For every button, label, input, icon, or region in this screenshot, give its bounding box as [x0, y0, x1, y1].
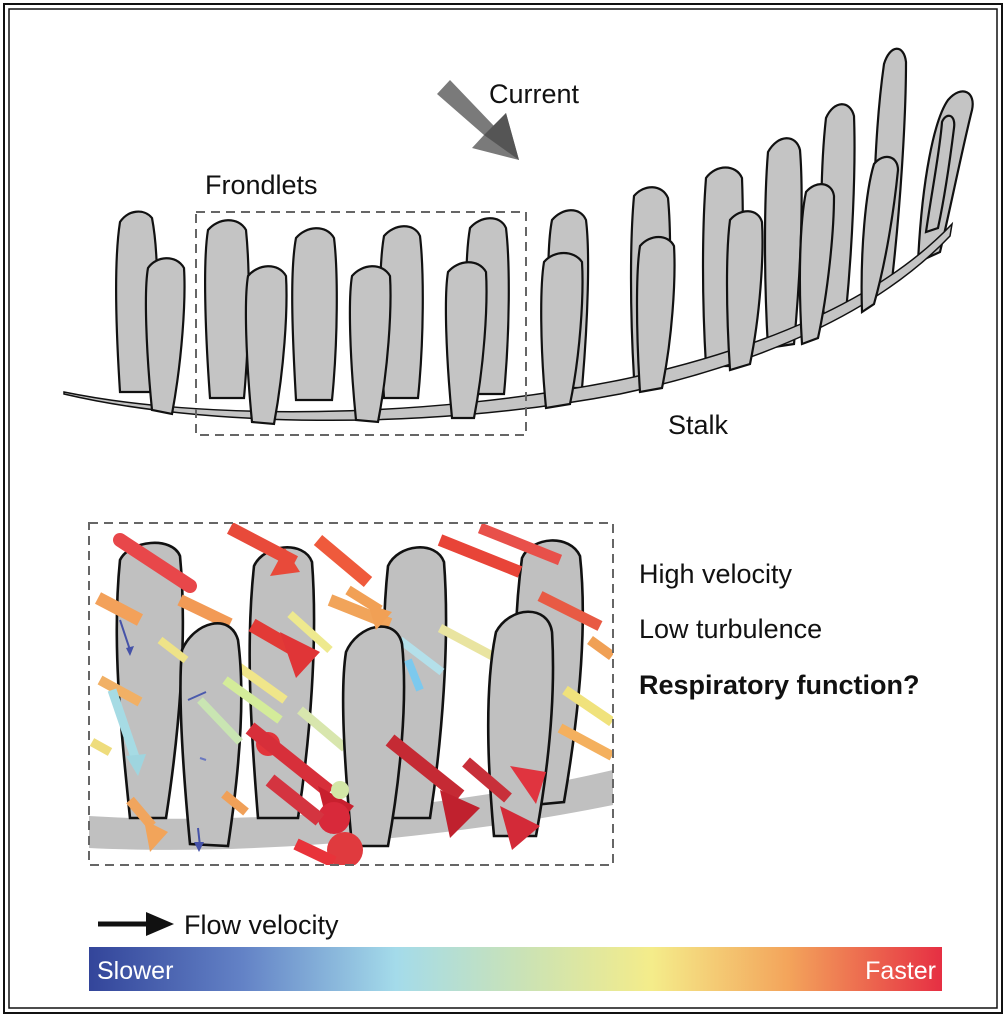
figure-inner-border	[8, 8, 998, 1009]
scale-slower-label: Slower	[97, 957, 173, 985]
scale-faster-label: Faster	[865, 957, 936, 985]
frond-overview: Current Frondlets Stalk	[63, 47, 974, 440]
frondlets-front-row	[144, 114, 956, 426]
flow-velocity-label: Flow velocity	[184, 910, 339, 940]
frondlet	[860, 155, 900, 315]
frondlet	[244, 265, 288, 426]
frondlets-highlight-box	[195, 211, 527, 436]
velocity-color-scale	[89, 947, 942, 991]
stalk-label: Stalk	[668, 410, 729, 440]
frondlet	[144, 257, 186, 416]
high-velocity-label: High velocity	[639, 559, 793, 589]
flow-inset	[88, 522, 614, 866]
flow-arrow-head-icon	[146, 912, 174, 936]
frondlet	[348, 265, 392, 424]
inset-frame	[88, 522, 614, 866]
current-label: Current	[489, 79, 580, 109]
frondlet	[291, 227, 338, 402]
flow-arrows-front	[107, 585, 613, 865]
low-turbulence-label: Low turbulence	[639, 614, 822, 644]
frondlet	[204, 219, 250, 400]
current-arrow-icon	[437, 80, 519, 160]
figure-border	[3, 3, 1003, 1014]
frondlet	[540, 251, 584, 410]
frondlets-label: Frondlets	[205, 170, 318, 200]
frondlet	[635, 235, 676, 394]
frondlet	[763, 137, 803, 350]
inset-frondlet	[115, 541, 185, 820]
frondlet	[725, 210, 764, 372]
frondlet	[924, 114, 956, 234]
inset-frondlet	[341, 625, 406, 848]
frondlet	[444, 261, 488, 420]
respiratory-function-label: Respiratory function?	[639, 670, 920, 700]
frondlet	[798, 183, 836, 346]
velocity-legend: Flow velocity Slower Faster	[89, 910, 942, 991]
